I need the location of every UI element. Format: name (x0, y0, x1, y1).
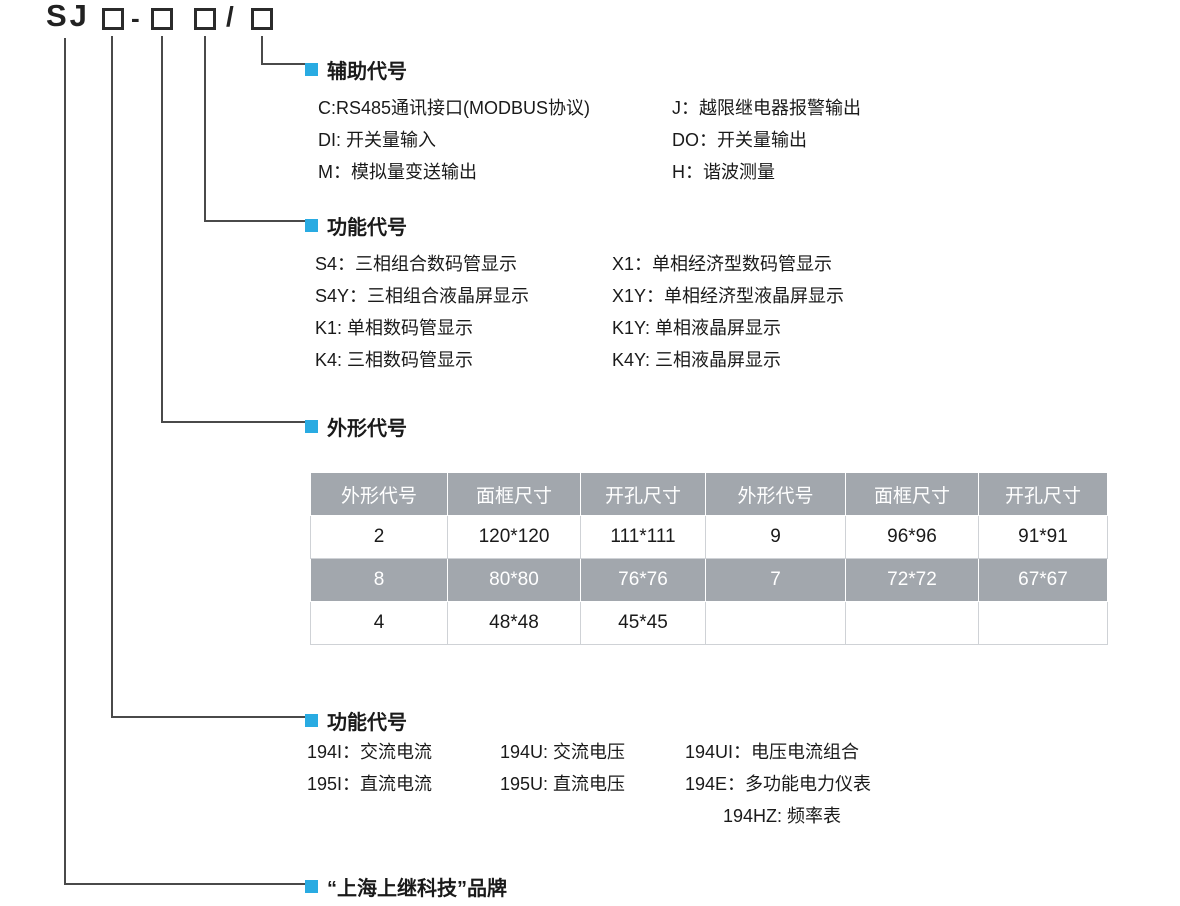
display-item: X1：单相经济型数码管显示 (612, 254, 833, 274)
model-box-display-code (194, 8, 216, 30)
function-item: 194HZ: 频率表 (723, 806, 842, 826)
section-header-aux: 辅助代号 (305, 55, 407, 84)
aux-item: J：越限继电器报警输出 (672, 98, 861, 118)
shape-table-cell: 76*76 (580, 558, 706, 602)
model-box-aux-code (251, 8, 273, 30)
section-title: 外形代号 (327, 418, 407, 440)
section-bullet-icon (305, 880, 318, 893)
function-items: 194I：交流电流 194U: 交流电压 194UI：电压电流组合 195I：直… (307, 736, 871, 832)
shape-table-cell: 4 (310, 601, 448, 645)
model-slash: / (226, 1, 234, 32)
shape-table-cell: 96*96 (845, 515, 979, 559)
connector-line-shape (161, 36, 305, 423)
function-item (500, 800, 685, 832)
display-item: S4：三相组合数码管显示 (315, 254, 518, 274)
shape-table-cell (705, 601, 846, 645)
shape-table-header-cell: 开孔尺寸 (978, 472, 1108, 516)
shape-table-cell: 91*91 (978, 515, 1108, 559)
function-item-row: 194HZ: 频率表 (307, 800, 871, 832)
model-prefix: SJ (46, 0, 90, 33)
section-header-function: 功能代号 (305, 706, 407, 735)
shape-table-cell: 111*111 (580, 515, 706, 559)
display-item-row: K1: 单相数码管显示 K1Y: 单相液晶屏显示 (315, 312, 844, 344)
shape-table-cell (978, 601, 1108, 645)
function-item: 194U: 交流电压 (500, 742, 626, 762)
function-item: 195U: 直流电压 (500, 774, 626, 794)
connector-line-aux (261, 36, 305, 65)
shape-table-cell: 8 (310, 558, 448, 602)
shape-table-cell (845, 601, 979, 645)
connector-line-brand (64, 38, 305, 885)
section-bullet-icon (305, 63, 318, 76)
aux-item-row: DI: 开关量输入 DO：开关量输出 (318, 124, 861, 156)
function-item: 194E：多功能电力仪表 (685, 774, 872, 794)
display-item: X1Y：单相经济型液晶屏显示 (612, 286, 845, 306)
aux-item: DO：开关量输出 (672, 130, 807, 150)
shape-table-row: 4 48*48 45*45 (310, 601, 1108, 645)
shape-table-header-cell: 开孔尺寸 (580, 472, 706, 516)
display-items: S4：三相组合数码管显示 X1：单相经济型数码管显示 S4Y：三相组合液晶屏显示… (315, 248, 844, 376)
model-box-shape-code (151, 8, 173, 30)
section-bullet-icon (305, 420, 318, 433)
shape-table-cell: 72*72 (845, 558, 979, 602)
shape-table: 外形代号 面框尺寸 开孔尺寸 外形代号 面框尺寸 开孔尺寸 2 120*120 … (310, 472, 1108, 645)
aux-item: DI: 开关量输入 (318, 130, 437, 150)
shape-table-cell: 7 (705, 558, 846, 602)
display-item: K4Y: 三相液晶屏显示 (612, 350, 782, 370)
shape-table-cell: 80*80 (447, 558, 581, 602)
function-item-row: 195I：直流电流 195U: 直流电压 194E：多功能电力仪表 (307, 768, 871, 800)
model-box-function-code (102, 8, 124, 30)
model-dash: - (131, 3, 140, 33)
function-item: 194I：交流电流 (307, 742, 433, 762)
aux-item: C:RS485通讯接口(MODBUS协议) (318, 98, 591, 118)
shape-table-header-cell: 面框尺寸 (845, 472, 979, 516)
function-item: 194UI：电压电流组合 (685, 742, 860, 762)
shape-table-row: 8 80*80 76*76 7 72*72 67*67 (310, 558, 1108, 602)
section-bullet-icon (305, 219, 318, 232)
aux-items: C:RS485通讯接口(MODBUS协议) J：越限继电器报警输出 DI: 开关… (318, 92, 861, 188)
section-title: 辅助代号 (327, 61, 407, 83)
display-item: K4: 三相数码管显示 (315, 350, 474, 370)
aux-item: M：模拟量变送输出 (318, 162, 477, 182)
aux-item-row: C:RS485通讯接口(MODBUS协议) J：越限继电器报警输出 (318, 92, 861, 124)
shape-table-header-cell: 外形代号 (705, 472, 846, 516)
shape-table-header-cell: 外形代号 (310, 472, 448, 516)
shape-table-header-cell: 面框尺寸 (447, 472, 581, 516)
connector-line-function (111, 36, 305, 718)
shape-table-cell: 9 (705, 515, 846, 559)
function-item: 195I：直流电流 (307, 774, 433, 794)
function-item (307, 800, 500, 832)
section-title: 功能代号 (327, 712, 407, 734)
aux-item-row: M：模拟量变送输出 H：谐波测量 (318, 156, 861, 188)
shape-table-cell: 120*120 (447, 515, 581, 559)
aux-item: H：谐波测量 (672, 162, 775, 182)
display-item-row: S4Y：三相组合液晶屏显示 X1Y：单相经济型液晶屏显示 (315, 280, 844, 312)
shape-table-cell: 2 (310, 515, 448, 559)
display-item: K1Y: 单相液晶屏显示 (612, 318, 782, 338)
shape-table-header-row: 外形代号 面框尺寸 开孔尺寸 外形代号 面框尺寸 开孔尺寸 (310, 472, 1108, 516)
section-bullet-icon (305, 714, 318, 727)
shape-table-row: 2 120*120 111*111 9 96*96 91*91 (310, 515, 1108, 559)
display-item-row: K4: 三相数码管显示 K4Y: 三相液晶屏显示 (315, 344, 844, 376)
section-header-shape: 外形代号 (305, 412, 407, 441)
section-title: 功能代号 (327, 217, 407, 239)
shape-table-cell: 67*67 (978, 558, 1108, 602)
shape-table-cell: 45*45 (580, 601, 706, 645)
shape-table-container: 外形代号 面框尺寸 开孔尺寸 外形代号 面框尺寸 开孔尺寸 2 120*120 … (310, 472, 1108, 645)
brand-title: “上海上继科技”品牌 (327, 878, 507, 900)
display-item: K1: 单相数码管显示 (315, 318, 474, 338)
display-item-row: S4：三相组合数码管显示 X1：单相经济型数码管显示 (315, 248, 844, 280)
connector-line-display (204, 36, 305, 222)
section-header-display: 功能代号 (305, 211, 407, 240)
shape-table-cell: 48*48 (447, 601, 581, 645)
function-item-row: 194I：交流电流 194U: 交流电压 194UI：电压电流组合 (307, 736, 871, 768)
section-header-brand: “上海上继科技”品牌 (305, 872, 507, 901)
display-item: S4Y：三相组合液晶屏显示 (315, 286, 530, 306)
